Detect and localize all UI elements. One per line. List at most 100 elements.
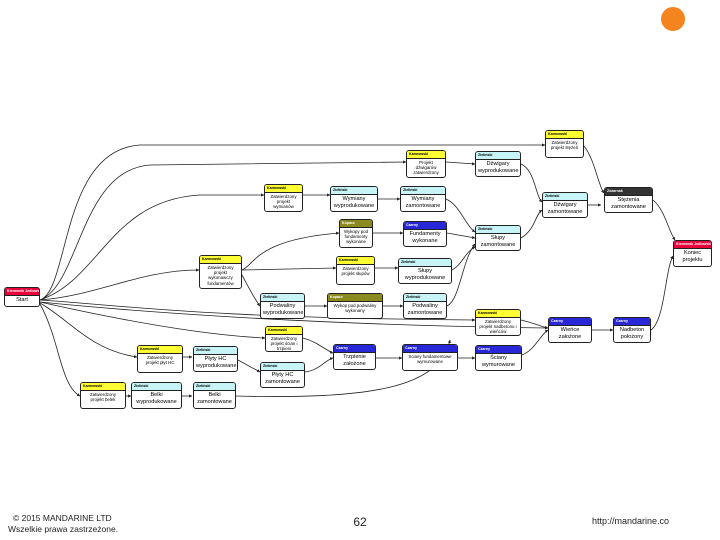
node-projekt-stezen-label: Zatwierdzony projekt stężeń	[550, 140, 579, 151]
node-projekt-fundamentow-label: Zatwierdzony projekt wykonawczy fundamen…	[207, 265, 234, 286]
node-trzpienie-zalozone-header: Czarny	[334, 345, 375, 353]
node-sciany-wymurowane[interactable]: Czarny Ściany wymurowane	[475, 345, 522, 371]
node-sciany-wymurowane-header: Czarny	[476, 346, 521, 354]
node-koniec-projektu-label: Koniec projektu	[682, 250, 703, 263]
node-fundamenty-wykonane-label: Fundamenty wykonane	[409, 231, 441, 244]
node-trzpienie-zalozone-label: Trzpienie założone	[343, 354, 366, 367]
footer-rights: Wszelkie prawa zastrzeżone.	[8, 523, 119, 534]
node-wymiany-wyprodukowane-label: Wymiany wyprodukowane	[333, 196, 375, 209]
node-koniec-projektu-header: Kierownik Jedlowski	[674, 241, 711, 249]
node-sciany-fundamentowe[interactable]: Czarny Ściany fundamentowe wymurowane	[402, 344, 458, 371]
node-podwaliny-zamontowane[interactable]: Zieliński Podwaliny zamontowane	[403, 293, 447, 319]
node-plyty-hc-zamontowane-header: Zieliński	[261, 363, 304, 371]
node-slupy-zamontowane-header: Zieliński	[476, 226, 520, 234]
node-projekt-scian-header: Karmowski	[266, 327, 302, 335]
node-projekt-dzwigarow[interactable]: Karmowski Projekt dźwigarów zatwierdzony	[406, 150, 446, 178]
footer-url[interactable]: http://mandarine.co	[592, 516, 670, 526]
node-wymiany-zamontowane-header: Zieliński	[401, 187, 445, 195]
node-slupy-wyprodukowane-header: Zieliński	[399, 259, 451, 267]
node-slupy-zamontowane[interactable]: Zieliński Słupy zamontowane	[475, 225, 521, 251]
node-stezenia-zamontowane-label: Stężenia zamontowane	[611, 197, 646, 210]
node-belki-zamontowane-label: Belki zamontowane	[197, 392, 232, 405]
node-sciany-fundamentowe-header: Czarny	[403, 345, 457, 353]
node-projekt-scian[interactable]: Karmowski Zatwierdzony projekt ścian i t…	[265, 326, 303, 352]
node-belki-wyprodukowane-header: Zieliński	[132, 383, 181, 391]
node-plyty-hc-zamontowane[interactable]: Zieliński Płyty HC zamontowane	[260, 362, 305, 388]
node-projekt-plyt-hc-label: Zatwierdzony projekt płyt HC	[145, 355, 175, 366]
node-nadbeton-polozony[interactable]: Czarny Nadbeton położony	[613, 317, 651, 343]
node-dzwigary-zamontowane-label: Dźwigary zamontowane	[547, 202, 583, 215]
node-wymiany-wyprodukowane-header: Zieliński	[331, 187, 377, 195]
node-podwaliny-wyprodukowane[interactable]: Zieliński Podwaliny wyprodukowane	[260, 293, 305, 319]
node-slupy-zamontowane-label: Słupy zamontowane	[480, 235, 516, 248]
node-podwaliny-zamontowane-header: Zieliński	[404, 294, 446, 302]
node-belki-zamontowane[interactable]: Zieliński Belki zamontowane	[193, 382, 236, 409]
node-projekt-dzwigarow-label: Projekt dźwigarów zatwierdzony	[413, 160, 439, 176]
node-wykop-podwaliny-label: Wykop pod podwaliny wykonany	[333, 303, 377, 314]
node-start-header: Kierownik Jedlowski	[5, 288, 39, 296]
node-wykopy-fundamenty-label: Wykopy pod fundamenty wykonane	[343, 229, 369, 245]
node-wience-zalozone[interactable]: Czarny Wieńce założone	[548, 317, 592, 343]
node-start[interactable]: Kierownik Jedlowski Start	[4, 287, 40, 307]
node-podwaliny-zamontowane-label: Podwaliny zamontowane	[407, 303, 443, 316]
node-plyty-hc-wyprodukowane-label: Płyty HC wyprodukowane	[196, 356, 237, 369]
footer-copyright-block: © 2015 MANDARINE LTD Wszelkie prawa zast…	[8, 513, 118, 534]
node-sciany-wymurowane-label: Ściany wymurowane	[482, 355, 515, 368]
node-nadbeton-polozony-label: Nadbeton położony	[619, 327, 645, 340]
node-projekt-slupow[interactable]: Karmowski Zatwierdzony projekt słupów	[336, 256, 375, 285]
node-dzwigary-zamontowane-header: Zieliński	[543, 193, 587, 201]
node-projekt-nadbetonu-label: Zatwierdzony projekt nadbetonu i wieńców	[479, 319, 517, 335]
node-sciany-fundamentowe-label: Ściany fundamentowe wymurowane	[408, 354, 452, 365]
node-dzwigary-wyprodukowane-label: Dźwigary wyprodukowane	[478, 161, 519, 174]
node-projekt-wymianow[interactable]: Karmowski Zatwierdzony projekt wymianów	[264, 184, 303, 212]
node-wykop-podwaliny-header: Kopacz	[328, 294, 382, 302]
node-plyty-hc-wyprodukowane[interactable]: Zieliński Płyty HC wyprodukowane	[193, 346, 238, 372]
node-wykop-podwaliny[interactable]: Kopacz Wykop pod podwaliny wykonany	[327, 293, 383, 319]
node-projekt-slupow-header: Karmowski	[337, 257, 374, 265]
node-stezenia-zamontowane-header: Zdzarnak	[605, 188, 652, 196]
node-fundamenty-wykonane[interactable]: Czarny Fundamenty wykonane	[403, 221, 447, 247]
node-wymiany-wyprodukowane[interactable]: Zieliński Wymiany wyprodukowane	[330, 186, 378, 212]
node-wymiany-zamontowane-label: Wymiany zamontowane	[405, 196, 441, 209]
node-projekt-stezen[interactable]: Karmowski Zatwierdzony projekt stężeń	[545, 130, 584, 158]
node-nadbeton-polozony-header: Czarny	[614, 318, 650, 326]
node-podwaliny-wyprodukowane-header: Zieliński	[261, 294, 304, 302]
node-plyty-hc-zamontowane-label: Płyty HC zamontowane	[265, 372, 300, 385]
node-dzwigary-wyprodukowane[interactable]: Zieliński Dźwigary wyprodukowane	[475, 151, 521, 177]
node-projekt-scian-label: Zatwierdzony projekt ścian i trzpieni	[270, 336, 298, 352]
node-dzwigary-zamontowane[interactable]: Zieliński Dźwigary zamontowane	[542, 192, 588, 218]
node-projekt-nadbetonu[interactable]: Karmowski Zatwierdzony projekt nadbetonu…	[475, 309, 521, 336]
node-fundamenty-wykonane-header: Czarny	[404, 222, 446, 230]
node-projekt-stezen-header: Karmowski	[546, 131, 583, 139]
node-projekt-fundamentow-header: Karmowski	[200, 256, 241, 264]
node-projekt-fundamentow[interactable]: Karmowski Zatwierdzony projekt wykonawcz…	[199, 255, 242, 289]
node-projekt-dzwigarow-header: Karmowski	[407, 151, 445, 159]
node-trzpienie-zalozone[interactable]: Czarny Trzpienie założone	[333, 344, 376, 370]
node-wymiany-zamontowane[interactable]: Zieliński Wymiany zamontowane	[400, 186, 446, 212]
node-wykopy-fundamenty[interactable]: Kopacz Wykopy pod fundamenty wykonane	[339, 219, 373, 248]
node-projekt-slupow-label: Zatwierdzony projekt słupów	[341, 266, 370, 277]
node-slupy-wyprodukowane[interactable]: Zieliński Słupy wyprodukowane	[398, 258, 452, 284]
node-stezenia-zamontowane[interactable]: Zdzarnak Stężenia zamontowane	[604, 187, 653, 213]
node-belki-wyprodukowane[interactable]: Zieliński Belki wyprodukowane	[131, 382, 182, 409]
node-belki-wyprodukowane-label: Belki wyprodukowane	[136, 392, 177, 405]
node-projekt-belek[interactable]: Karmowski Zatwierdzony projekt belek	[80, 382, 126, 409]
node-dzwigary-wyprodukowane-header: Zieliński	[476, 152, 520, 160]
node-wience-zalozone-label: Wieńce założone	[558, 327, 582, 340]
node-projekt-belek-header: Karmowski	[81, 383, 125, 391]
page-number: 62	[353, 515, 367, 529]
node-slupy-wyprodukowane-label: Słupy wyprodukowane	[404, 268, 446, 281]
node-projekt-plyt-hc-header: Karmowski	[138, 346, 182, 354]
node-podwaliny-wyprodukowane-label: Podwaliny wyprodukowane	[263, 303, 304, 316]
node-plyty-hc-wyprodukowane-header: Zieliński	[194, 347, 237, 355]
node-projekt-nadbetonu-header: Karmowski	[476, 310, 520, 318]
node-wience-zalozone-header: Czarny	[549, 318, 591, 326]
node-projekt-plyt-hc[interactable]: Karmowski Zatwierdzony projekt płyt HC	[137, 345, 183, 373]
node-wykopy-fundamenty-header: Kopacz	[340, 220, 372, 228]
node-projekt-wymianow-header: Karmowski	[265, 185, 302, 193]
node-koniec-projektu[interactable]: Kierownik Jedlowski Koniec projektu	[673, 240, 712, 267]
node-start-label: Start	[16, 297, 28, 303]
node-belki-zamontowane-header: Zieliński	[194, 383, 235, 391]
footer-copyright: © 2015 MANDARINE LTD	[13, 513, 112, 523]
